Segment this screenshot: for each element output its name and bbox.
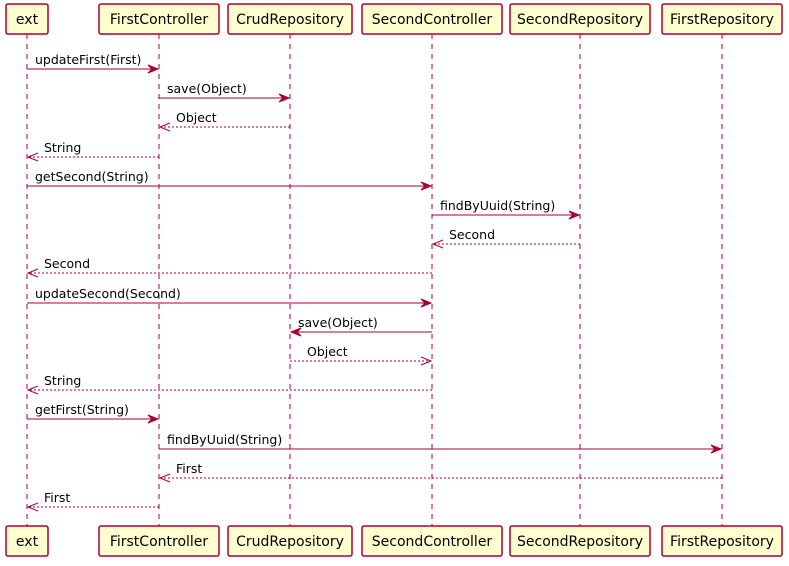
participant-label: ext [16, 534, 39, 550]
participant-label: SecondController [372, 534, 493, 550]
message-11: String [26, 373, 432, 395]
participant-box [5, 525, 49, 557]
participant-cr-top: CrudRepository [227, 3, 353, 35]
arrowhead-icon [158, 122, 171, 132]
message-13: findByUuid(String) [159, 432, 723, 454]
participant-label: SecondRepository [517, 12, 643, 28]
participant-box [361, 525, 503, 557]
message-14: First [158, 461, 722, 483]
participant-box [98, 3, 220, 35]
arrowhead-icon [710, 444, 723, 454]
message-label: String [44, 373, 81, 388]
participant-sc-top: SecondController [361, 3, 503, 35]
message-4: getSecond(String) [27, 169, 433, 191]
message-label: Second [449, 227, 495, 242]
arrowhead-icon [147, 414, 160, 424]
arrowhead-icon [431, 239, 444, 249]
participant-sr-bottom: SecondRepository [509, 525, 651, 557]
message-5: findByUuid(String) [432, 198, 581, 220]
arrowhead-icon [420, 356, 433, 366]
participant-sc-bottom: SecondController [361, 525, 503, 557]
message-label: getFirst(String) [35, 402, 129, 417]
participant-box [98, 525, 220, 557]
participant-fr-bottom: FirstRepository [661, 525, 783, 557]
message-label: findByUuid(String) [167, 432, 282, 447]
participant-fr-top: FirstRepository [661, 3, 783, 35]
message-label: findByUuid(String) [440, 198, 555, 213]
participant-label: CrudRepository [236, 12, 344, 28]
message-0: updateFirst(First) [27, 52, 160, 74]
arrowhead-icon [26, 152, 39, 162]
message-3: String [26, 140, 159, 162]
message-10: Object [290, 344, 433, 366]
message-12: getFirst(String) [27, 402, 160, 424]
message-8: updateSecond(Second) [27, 286, 433, 308]
participant-sr-top: SecondRepository [509, 3, 651, 35]
message-label: Object [176, 110, 217, 125]
participant-box [227, 525, 353, 557]
message-label: updateSecond(Second) [35, 286, 181, 301]
participant-label: SecondRepository [517, 534, 643, 550]
message-2: Object [158, 110, 290, 132]
arrowhead-icon [147, 64, 160, 74]
arrowhead-icon [26, 268, 39, 278]
arrowhead-icon [420, 181, 433, 191]
participant-box [227, 3, 353, 35]
participant-label: FirstController [110, 12, 209, 28]
message-label: First [176, 461, 202, 476]
arrowhead-icon [158, 473, 171, 483]
message-7: Second [26, 256, 432, 278]
arrowhead-icon [278, 93, 291, 103]
participant-label: CrudRepository [236, 534, 344, 550]
arrowhead-icon [289, 327, 302, 337]
participant-box [509, 3, 651, 35]
message-label: updateFirst(First) [35, 52, 141, 67]
participant-fc-top: FirstController [98, 3, 220, 35]
message-label: First [44, 490, 70, 505]
participant-ext-top: ext [5, 3, 49, 35]
participant-label: FirstRepository [670, 534, 774, 550]
message-label: Object [307, 344, 348, 359]
participant-box [661, 3, 783, 35]
participant-fc-bottom: FirstController [98, 525, 220, 557]
participant-label: FirstRepository [670, 12, 774, 28]
arrowhead-icon [26, 502, 39, 512]
participant-label: ext [16, 12, 39, 28]
message-1: save(Object) [159, 81, 291, 103]
participant-ext-bottom: ext [5, 525, 49, 557]
message-label: Second [44, 256, 90, 271]
participant-cr-bottom: CrudRepository [227, 525, 353, 557]
participant-box [509, 525, 651, 557]
message-6: Second [431, 227, 580, 249]
message-label: save(Object) [167, 81, 247, 96]
participant-box [361, 3, 503, 35]
participant-box [5, 3, 49, 35]
message-9: save(Object) [289, 315, 432, 337]
message-label: getSecond(String) [35, 169, 149, 184]
arrowhead-icon [26, 385, 39, 395]
participant-label: SecondController [372, 12, 493, 28]
message-label: save(Object) [298, 315, 378, 330]
message-15: First [26, 490, 159, 512]
participant-label: FirstController [110, 534, 209, 550]
message-label: String [44, 140, 81, 155]
arrowhead-icon [420, 298, 433, 308]
arrowhead-icon [568, 210, 581, 220]
participant-box [661, 525, 783, 557]
